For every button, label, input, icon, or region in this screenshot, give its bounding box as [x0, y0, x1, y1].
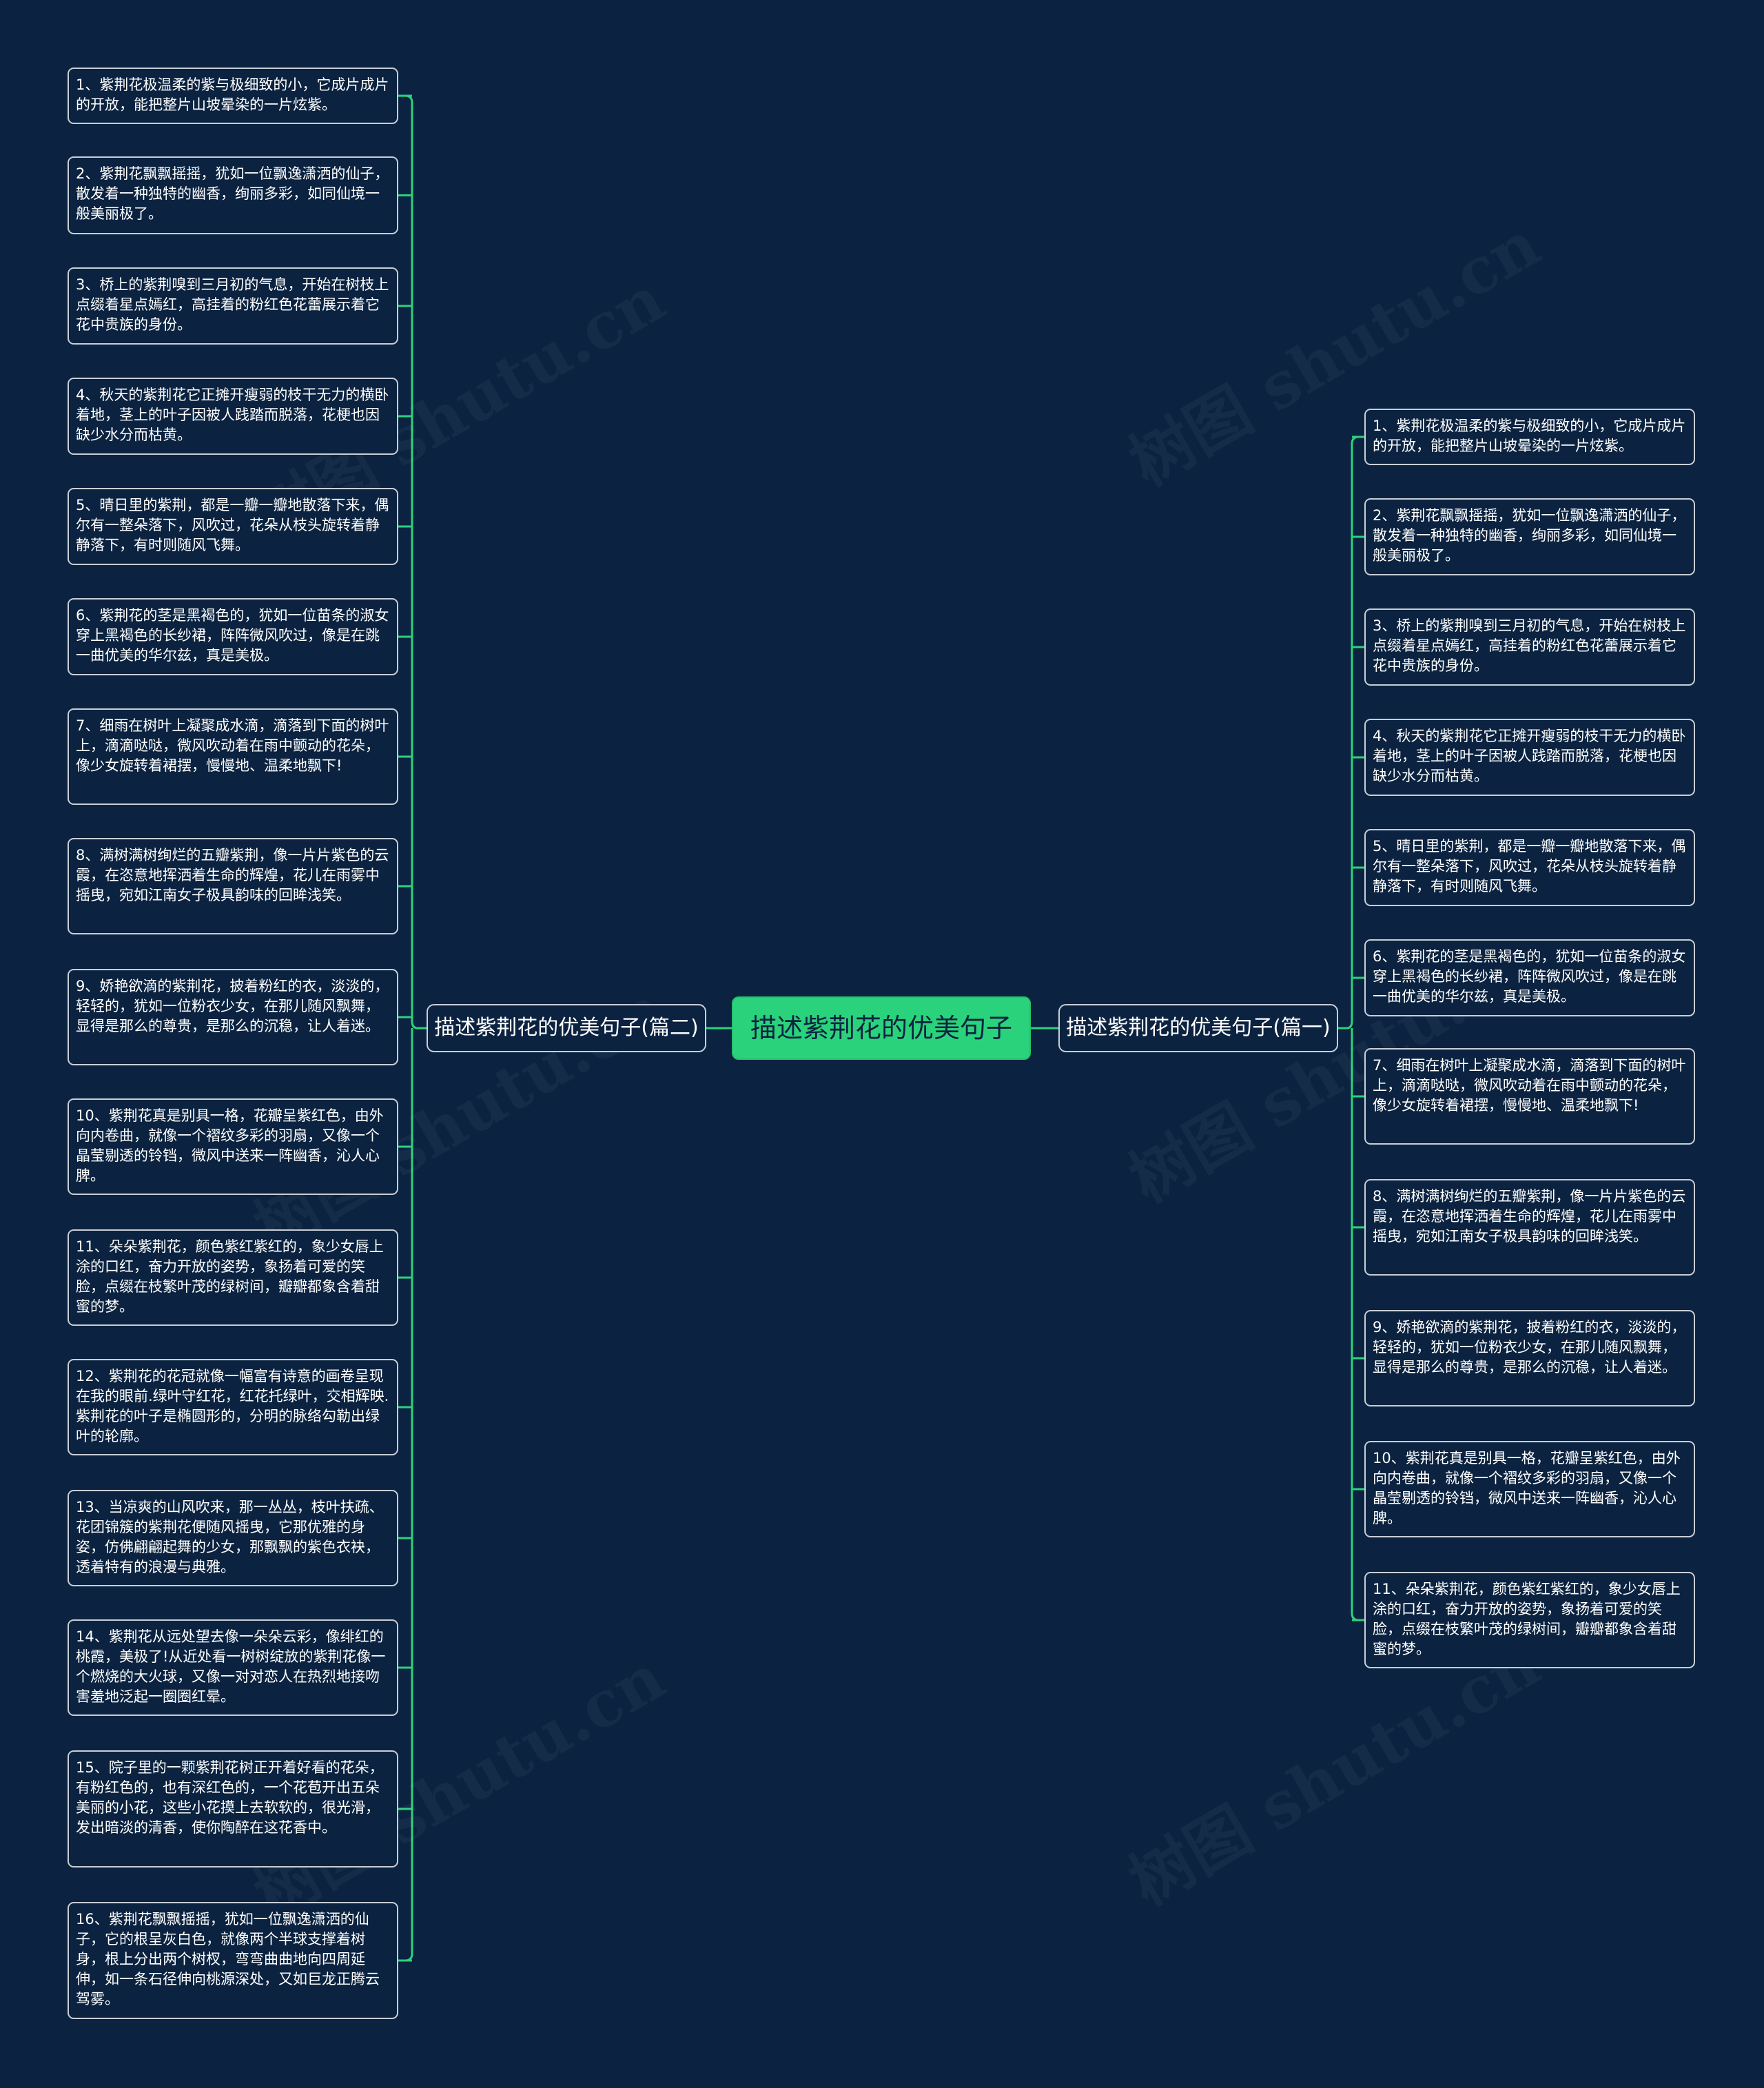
left-leaf-12[interactable]: 12、紫荆花的花冠就像一幅富有诗意的画卷呈现在我的眼前.绿叶守红花，红花托绿叶，… [68, 1359, 398, 1455]
right-leaf-11[interactable]: 11、朵朵紫荆花，颜色紫红紫红的，象少女唇上涂的口红，奋力开放的姿势，象扬着可爱… [1364, 1572, 1695, 1668]
left-leaf-1[interactable]: 1、紫荆花极温柔的紫与极细致的小，它成片成片的开放，能把整片山坡晕染的一片炫紫。 [68, 68, 398, 124]
left-leaf-4[interactable]: 4、秋天的紫荆花它正摊开瘦弱的枝干无力的横卧着地，茎上的叶子因被人践踏而脱落，花… [68, 378, 398, 455]
left-leaf-8[interactable]: 8、满树满树绚烂的五瓣紫荆，像一片片紫色的云霞，在恣意地挥洒着生命的辉煌，花儿在… [68, 838, 398, 934]
right-leaf-3[interactable]: 3、桥上的紫荆嗅到三月初的气息，开始在树枝上点缀着星点嫣红，高挂着的粉红色花蕾展… [1364, 608, 1695, 686]
right-leaf-8[interactable]: 8、满树满树绚烂的五瓣紫荆，像一片片紫色的云霞，在恣意地挥洒着生命的辉煌，花儿在… [1364, 1179, 1695, 1276]
right-leaf-9[interactable]: 9、娇艳欲滴的紫荆花，披着粉红的衣，淡淡的，轻轻的，犹如一位粉衣少女，在那儿随风… [1364, 1310, 1695, 1406]
left-leaf-7[interactable]: 7、细雨在树叶上凝聚成水滴，滴落到下面的树叶上，滴滴哒哒，微风吹动着在雨中颤动的… [68, 708, 398, 805]
left-leaf-10[interactable]: 10、紫荆花真是别具一格，花瓣呈紫红色，由外向内卷曲，就像一个褶纹多彩的羽扇，又… [68, 1098, 398, 1195]
right-leaf-6[interactable]: 6、紫荆花的茎是黑褐色的，犹如一位苗条的淑女穿上黑褐色的长纱裙，阵阵微风吹过，像… [1364, 939, 1695, 1016]
left-leaf-15[interactable]: 15、院子里的一颗紫荆花树正开着好看的花朵，有粉红色的，也有深红色的，一个花苞开… [68, 1750, 398, 1867]
left-leaf-2[interactable]: 2、紫荆花飘飘摇摇，犹如一位飘逸潇洒的仙子，散发着一种独特的幽香，绚丽多彩，如同… [68, 156, 398, 234]
left-leaf-16[interactable]: 16、紫荆花飘飘摇摇，犹如一位飘逸潇洒的仙子，它的根呈灰白色，就像两个半球支撑着… [68, 1902, 398, 2019]
right-leaf-4[interactable]: 4、秋天的紫荆花它正摊开瘦弱的枝干无力的横卧着地，茎上的叶子因被人践踏而脱落，花… [1364, 719, 1695, 796]
left-leaf-3[interactable]: 3、桥上的紫荆嗅到三月初的气息，开始在树枝上点缀着星点嫣红，高挂着的粉红色花蕾展… [68, 267, 398, 345]
left-leaf-14[interactable]: 14、紫荆花从远处望去像一朵朵云彩，像绯红的桃霞，美极了!从近处看一树树绽放的紫… [68, 1619, 398, 1716]
connector-right-trunk-down [1351, 1028, 1364, 1621]
branch-right[interactable]: 描述紫荆花的优美句子(篇一) [1058, 1004, 1338, 1052]
root-topic[interactable]: 描述紫荆花的优美句子 [732, 996, 1031, 1060]
right-leaf-7[interactable]: 7、细雨在树叶上凝聚成水滴，滴落到下面的树叶上，滴滴哒哒，微风吹动着在雨中颤动的… [1364, 1048, 1695, 1145]
right-leaf-10[interactable]: 10、紫荆花真是别具一格，花瓣呈紫红色，由外向内卷曲，就像一个褶纹多彩的羽扇，又… [1364, 1441, 1695, 1537]
right-leaf-1[interactable]: 1、紫荆花极温柔的紫与极细致的小，它成片成片的开放，能把整片山坡晕染的一片炫紫。 [1364, 409, 1695, 465]
connector-left-trunk-up [398, 94, 427, 1030]
left-leaf-11[interactable]: 11、朵朵紫荆花，颜色紫红紫红的，象少女唇上涂的口红，奋力开放的姿势，象扬着可爱… [68, 1229, 398, 1326]
left-leaf-6[interactable]: 6、紫荆花的茎是黑褐色的，犹如一位苗条的淑女穿上黑褐色的长纱裙，阵阵微风吹过，像… [68, 598, 398, 675]
left-leaf-5[interactable]: 5、晴日里的紫荆，都是一瓣一瓣地散落下来，偶尔有一整朵落下，风吹过，花朵从枝头旋… [68, 488, 398, 565]
connector-right-trunk-up [1338, 436, 1364, 1030]
right-leaf-5[interactable]: 5、晴日里的紫荆，都是一瓣一瓣地散落下来，偶尔有一整朵落下，风吹过，花朵从枝头旋… [1364, 829, 1695, 906]
right-leaf-2[interactable]: 2、紫荆花飘飘摇摇，犹如一位飘逸潇洒的仙子，散发着一种独特的幽香，绚丽多彩，如同… [1364, 498, 1695, 575]
branch-left[interactable]: 描述紫荆花的优美句子(篇二) [427, 1004, 706, 1052]
left-leaf-13[interactable]: 13、当凉爽的山风吹来，那一丛丛，枝叶扶疏、花团锦簇的紫荆花便随风摇曳，它那优雅… [68, 1490, 398, 1586]
connector-left-trunk-down [398, 1028, 413, 1962]
left-leaf-9[interactable]: 9、娇艳欲滴的紫荆花，披着粉红的衣，淡淡的，轻轻的，犹如一位粉衣少女，在那儿随风… [68, 969, 398, 1065]
